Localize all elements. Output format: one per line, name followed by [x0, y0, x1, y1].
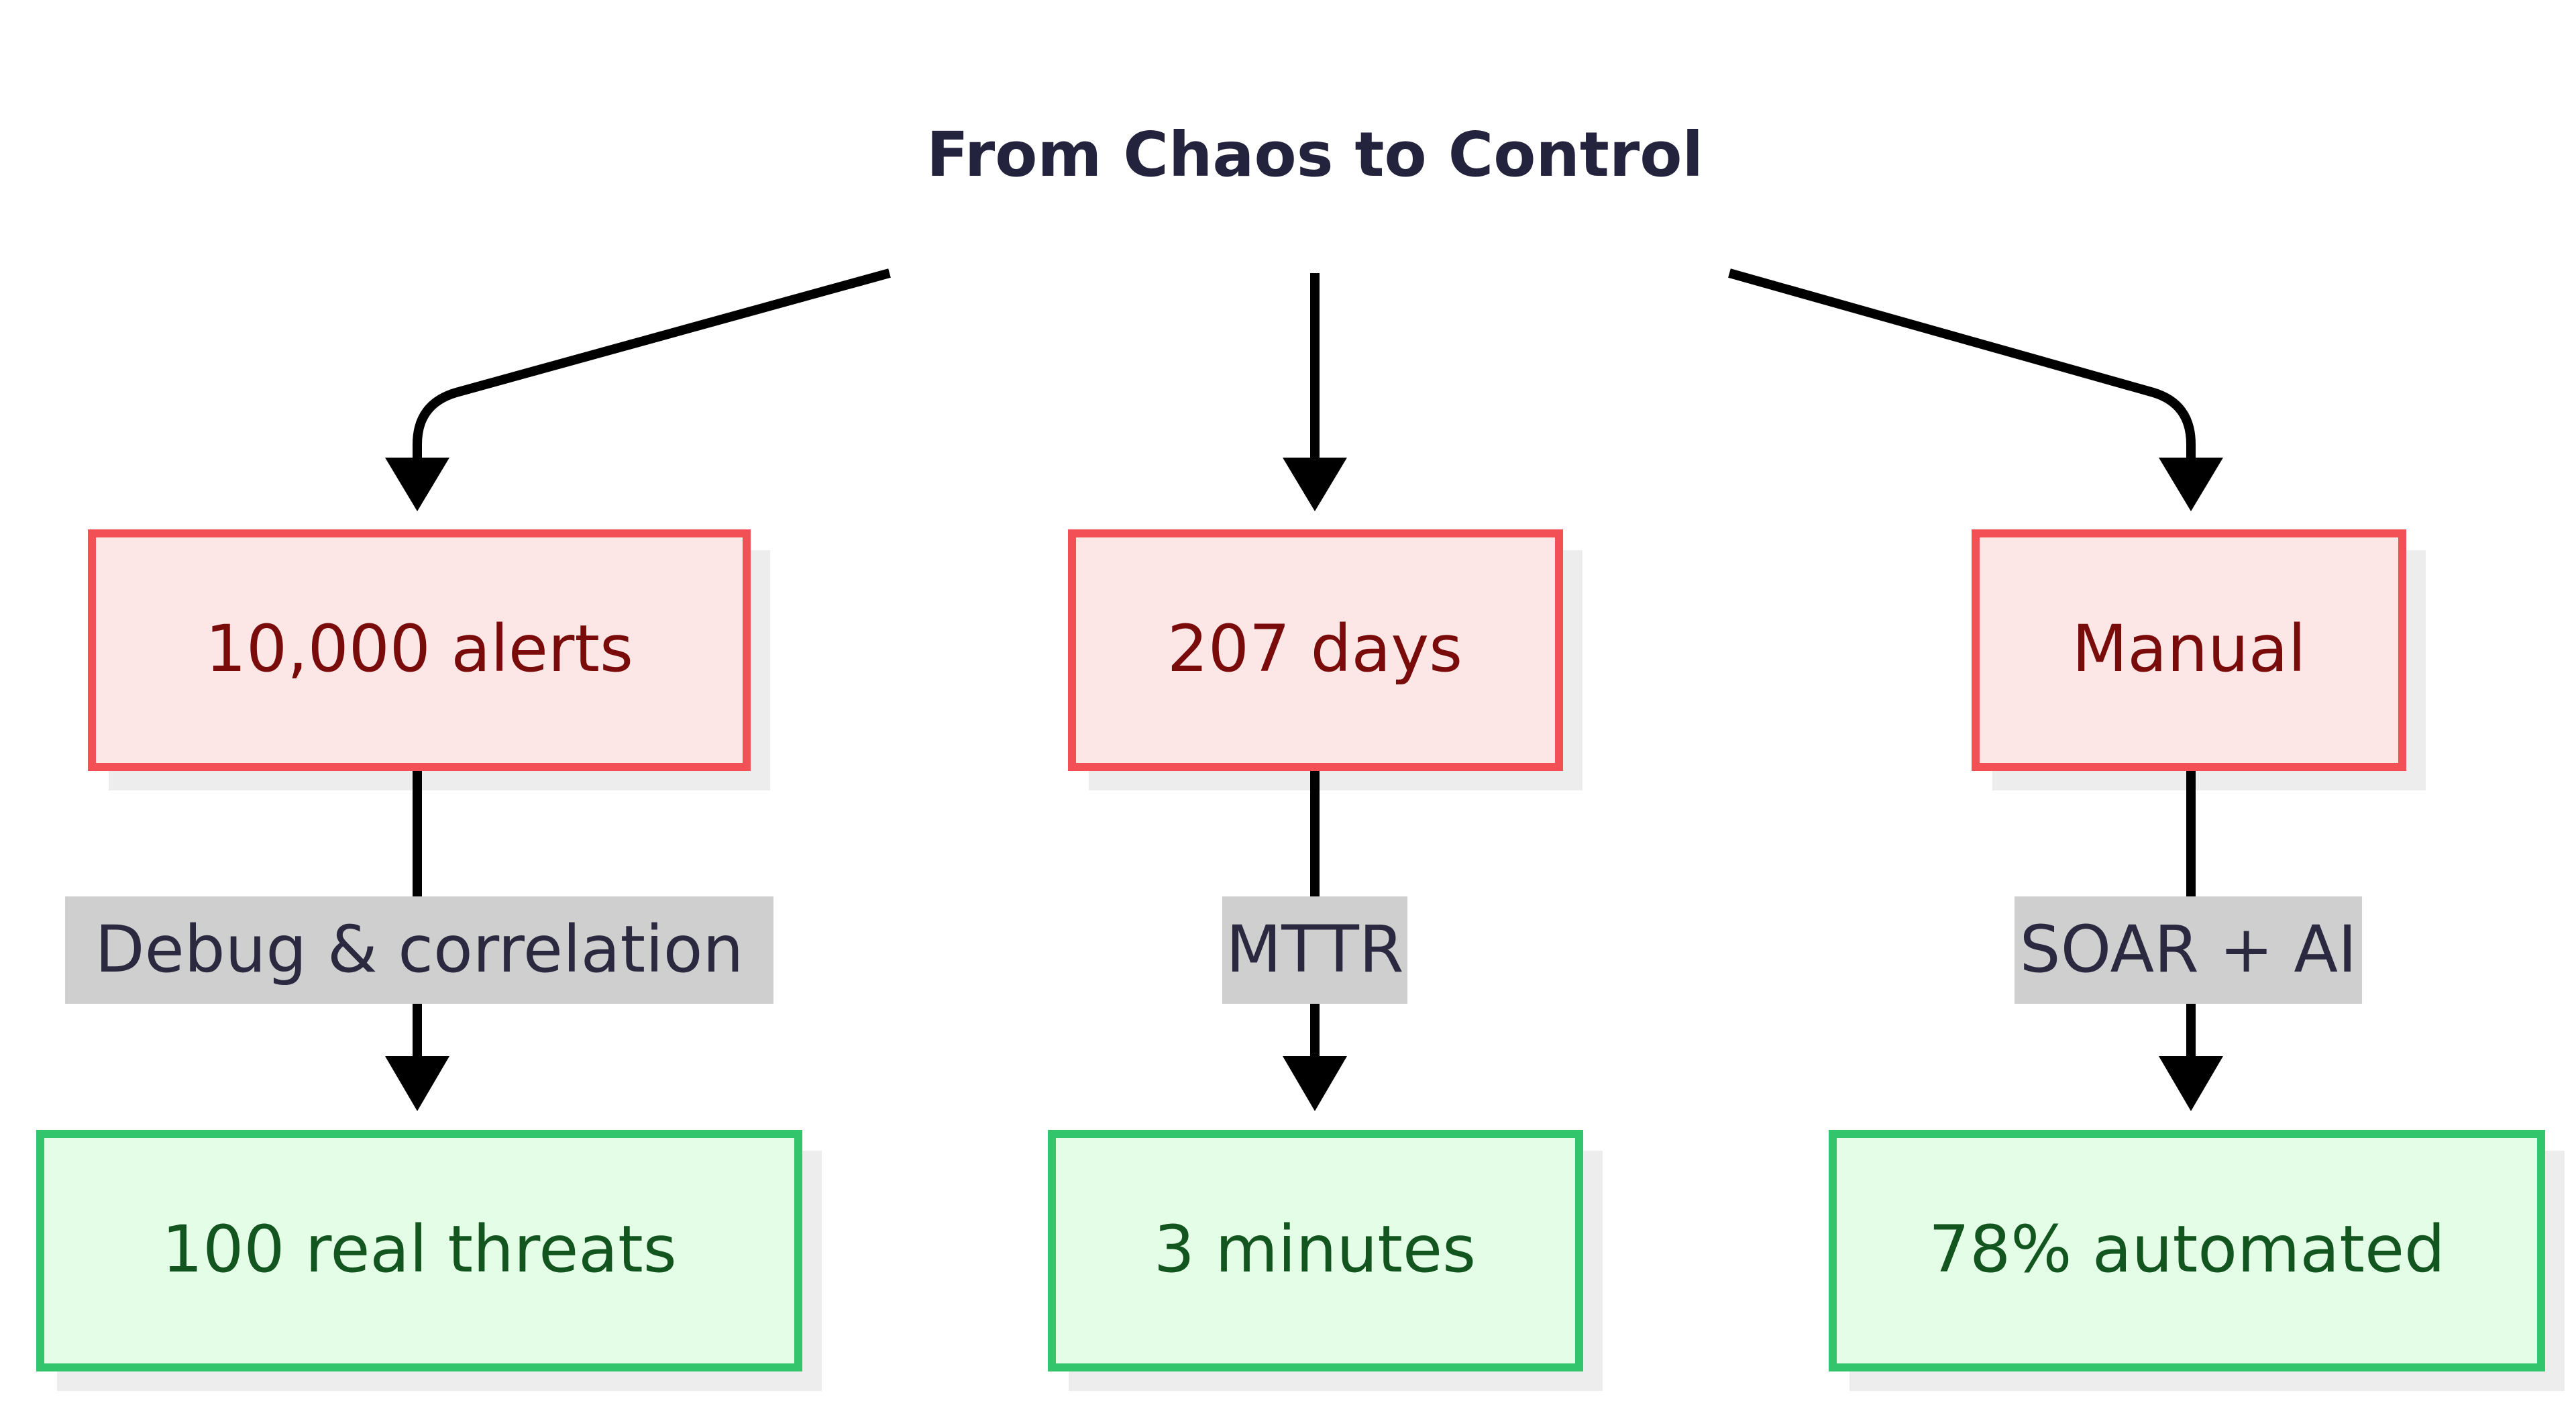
edge-label-days: MTTR [1226, 912, 1403, 987]
column-days: 207 days MTTR 3 minutes [1048, 529, 1603, 1391]
diagram-title: From Chaos to Control [926, 119, 1703, 191]
problem-label-days: 207 days [1167, 611, 1462, 686]
outcome-label-threats: 100 real threats [162, 1212, 677, 1287]
title-edges [385, 268, 2223, 511]
problem-label-manual: Manual [2072, 611, 2306, 686]
arrowhead-manual [2159, 458, 2223, 511]
arrowhead-threats [385, 1056, 449, 1111]
edge-label-bg-days [1222, 896, 1407, 1004]
problem-node-manual: Manual [1972, 529, 2406, 771]
edge-label-bg-alerts [65, 896, 773, 1004]
edge-label-bg-manual [2015, 896, 2362, 1004]
outcome-label-minutes: 3 minutes [1154, 1212, 1476, 1287]
edge-label-manual: SOAR + AI [2020, 912, 2357, 987]
column-manual: Manual SOAR + AI 78% automated [1829, 529, 2565, 1391]
edge-title-to-alerts [413, 268, 891, 470]
arrowhead-alerts [385, 458, 449, 511]
problem-label-alerts: 10,000 alerts [205, 611, 633, 686]
outcome-node-threats: 100 real threats [36, 1130, 802, 1371]
outcome-label-automated: 78% automated [1929, 1212, 2445, 1287]
problem-node-alerts: 10,000 alerts [88, 529, 751, 771]
arrowhead-automated [2159, 1056, 2223, 1111]
arrowhead-days [1283, 458, 1347, 511]
column-alerts: 10,000 alerts Debug & correlation 100 re… [36, 529, 822, 1391]
edge-label-alerts: Debug & correlation [95, 912, 744, 987]
outcome-node-minutes: 3 minutes [1048, 1130, 1583, 1371]
edge-title-to-manual [1728, 268, 2196, 470]
arrowhead-minutes [1283, 1056, 1347, 1111]
outcome-node-automated: 78% automated [1829, 1130, 2545, 1371]
problem-node-days: 207 days [1068, 529, 1563, 771]
